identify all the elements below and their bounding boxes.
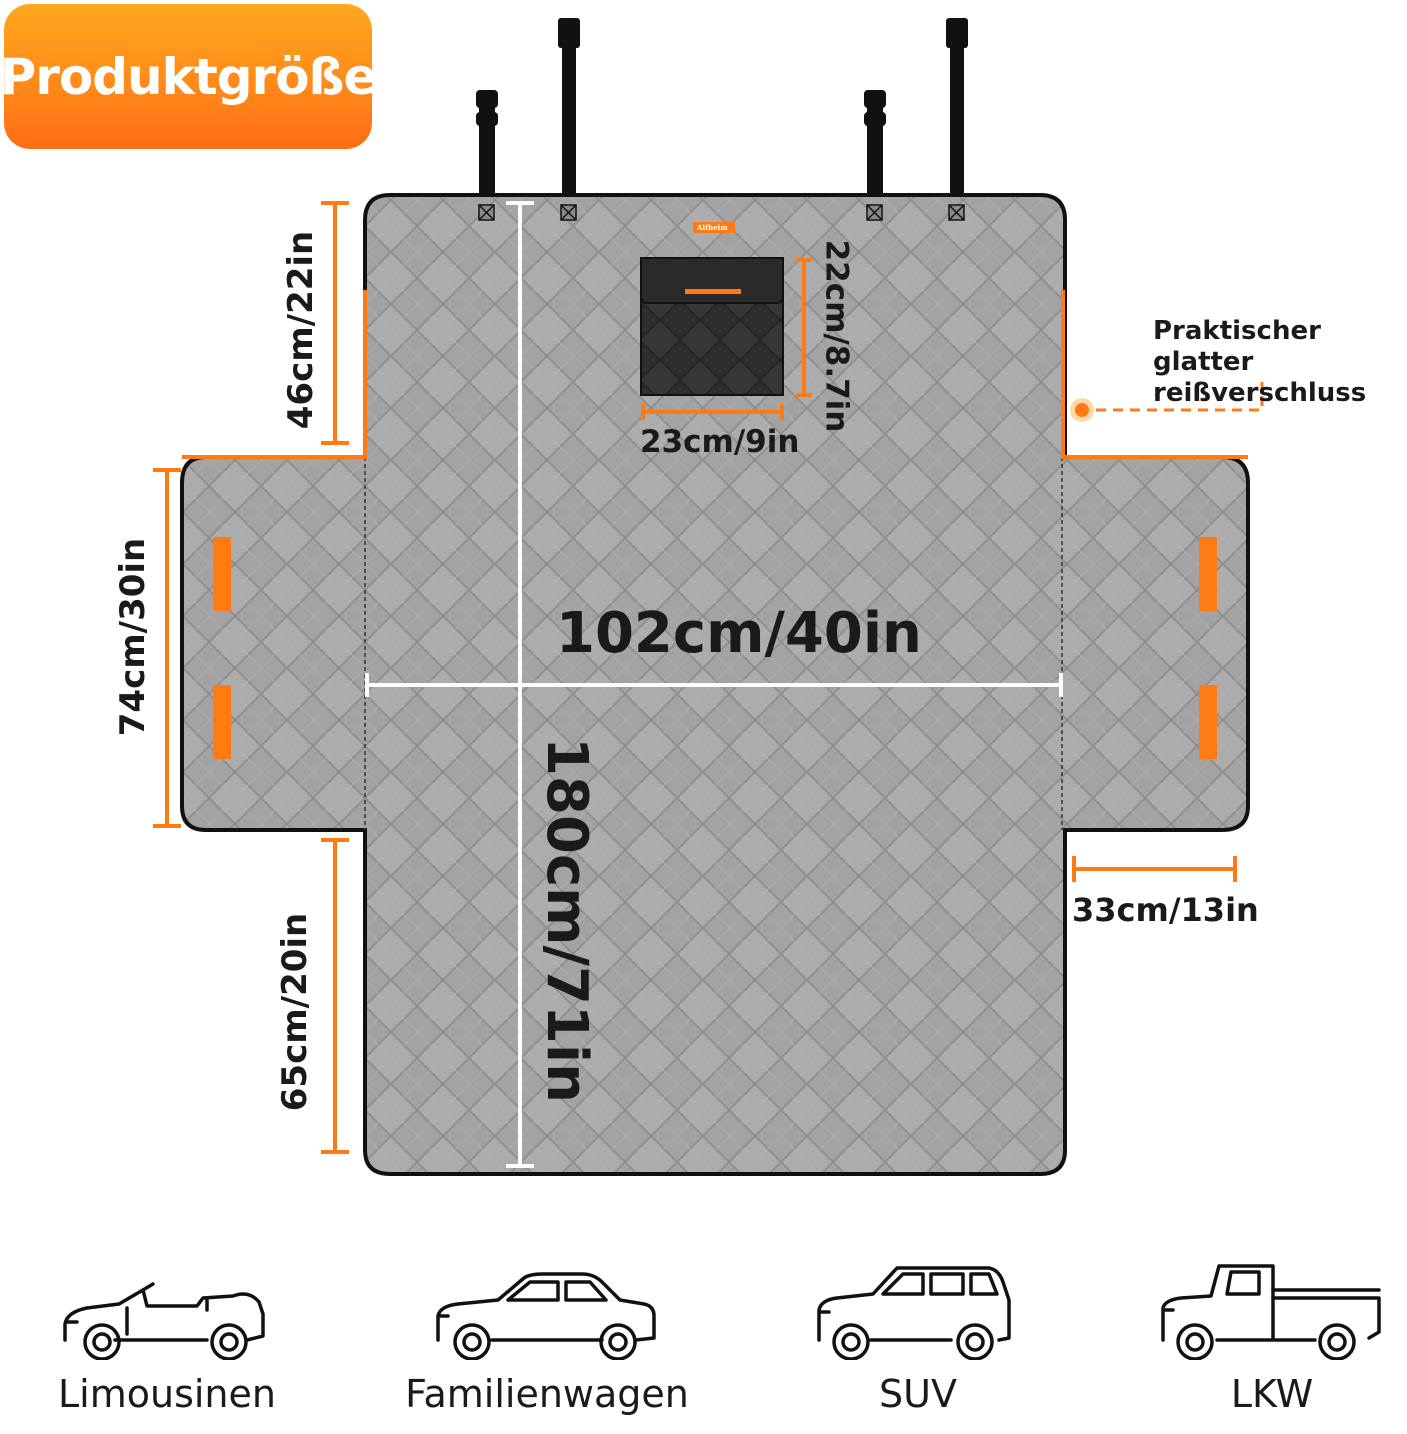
vehicle-name: Familienwagen bbox=[405, 1372, 689, 1416]
zipper-note-line1: Praktischer glatter bbox=[1153, 316, 1321, 377]
vehicle-lkw: LKW bbox=[1122, 1260, 1407, 1416]
zipper-note: Praktischer glatter reißverschluss bbox=[1153, 316, 1407, 409]
vehicle-name: SUV bbox=[879, 1372, 957, 1416]
side-handles bbox=[213, 537, 1217, 759]
strap-anchors bbox=[478, 204, 965, 221]
seat-cover-diagram bbox=[153, 18, 1264, 1176]
vehicle-suv: SUV bbox=[768, 1260, 1068, 1416]
convertible-car-icon bbox=[63, 1282, 265, 1360]
pickup-truck-icon bbox=[1161, 1264, 1381, 1360]
brand-tag-text: Alfheim bbox=[697, 223, 728, 232]
title-badge: Produktgröße bbox=[0, 4, 377, 149]
pocket-height-label: 22cm/8.7in bbox=[818, 239, 855, 433]
side-zippers bbox=[182, 290, 1248, 459]
headrest-straps bbox=[476, 18, 968, 210]
vehicle-name: LKW bbox=[1230, 1372, 1314, 1416]
sedan-car-icon bbox=[436, 1272, 656, 1360]
brand-tag bbox=[693, 222, 735, 233]
suv-car-icon bbox=[817, 1266, 1011, 1360]
main-measure-lines bbox=[365, 201, 1063, 1168]
width-main-label: 102cm/40in bbox=[556, 601, 922, 666]
top-section-label: 46cm/22in bbox=[281, 230, 321, 430]
vehicle-name: Limousinen bbox=[58, 1372, 276, 1416]
accent-measure-lines bbox=[153, 201, 1237, 1154]
side-flap-width-label: 33cm/13in bbox=[1072, 891, 1259, 929]
zipper-note-line2: reißverschluss bbox=[1153, 378, 1367, 408]
zipper-callout bbox=[1070, 382, 1264, 422]
page-title: Produktgröße bbox=[0, 47, 377, 106]
length-main-label: 180cm/71in bbox=[534, 737, 599, 1103]
side-flap-height-label: 74cm/30in bbox=[113, 537, 153, 737]
vehicle-limousinen: Limousinen bbox=[17, 1260, 317, 1416]
vehicle-familienwagen: Familienwagen bbox=[397, 1260, 697, 1416]
bottom-section-label: 65cm/20in bbox=[275, 912, 315, 1112]
pocket-width-label: 23cm/9in bbox=[640, 424, 800, 460]
storage-pocket bbox=[640, 257, 784, 396]
